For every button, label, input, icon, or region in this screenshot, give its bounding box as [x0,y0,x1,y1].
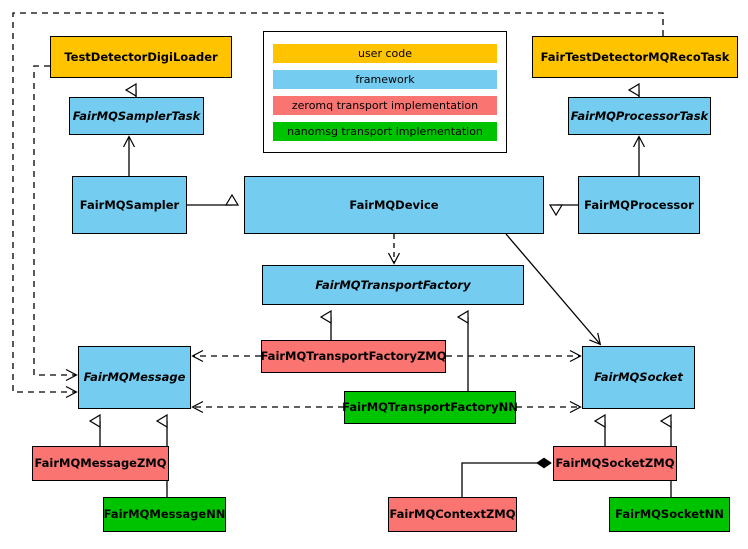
node-fairmqmessage[interactable]: FairMQMessage [78,346,191,409]
node-fairmqsocketnn[interactable]: FairMQSocketNN [609,497,730,532]
node-fairmqprocessor[interactable]: FairMQProcessor [578,176,700,234]
node-label: FairMQTransportFactoryNN [342,400,518,415]
node-label: FairMQSocketZMQ [555,456,675,471]
edge-socketzmq-contextzmq-composition [461,457,552,497]
node-fairmqmessagenn[interactable]: FairMQMessageNN [103,497,226,532]
node-fairmqsocket[interactable]: FairMQSocket [582,346,695,409]
legend-label: user code [357,46,413,60]
node-fairmqsampler[interactable]: FairMQSampler [72,176,187,234]
node-testdetectordigiloader[interactable]: TestDetectorDigiLoader [50,36,232,78]
legend-label: framework [355,72,415,86]
legend-item-nanomsg: nanomsg transport implementation [273,121,497,141]
legend-item-zeromq: zeromq transport implementation [273,95,497,115]
node-fairmqsocketzmq[interactable]: FairMQSocketZMQ [553,446,677,481]
node-label: FairMQProcessor [584,197,694,212]
legend: user code framework zeromq transport imp… [263,31,507,153]
legend-item-user-code: user code [273,43,497,63]
node-fairmqmessagezmq[interactable]: FairMQMessageZMQ [32,446,169,481]
legend-label: zeromq transport implementation [291,98,479,112]
node-label: FairMQContextZMQ [389,507,516,522]
node-fairmqtransportfactoryzmq[interactable]: FairMQTransportFactoryZMQ [260,340,447,373]
node-label: FairMQSocketNN [615,507,724,522]
node-fairtestdetectormqrecotask[interactable]: FairTestDetectorMQRecoTask [532,36,738,78]
node-label: TestDetectorDigiLoader [64,49,218,64]
node-label: FairMQSocket [594,370,683,385]
node-label: FairMQMessage [83,370,186,385]
legend-item-framework: framework [273,69,497,89]
legend-label: nanomsg transport implementation [287,124,483,138]
node-fairmqcontextzmq[interactable]: FairMQContextZMQ [388,497,517,532]
node-label: FairMQTransportFactory [315,277,471,292]
node-label: FairMQMessageZMQ [34,456,167,471]
node-fairmqprocessortask[interactable]: FairMQProcessorTask [568,97,711,135]
node-label: FairTestDetectorMQRecoTask [540,49,730,64]
node-label: FairMQSampler [79,197,180,212]
node-label: FairMQDevice [349,197,439,212]
node-label: FairMQProcessorTask [570,108,709,123]
node-label: FairMQMessageNN [103,507,226,522]
node-label: FairMQTransportFactoryZMQ [260,349,447,364]
node-fairmqsamplertask[interactable]: FairMQSamplerTask [69,97,204,135]
node-fairmqtransportfactorynn[interactable]: FairMQTransportFactoryNN [342,391,518,424]
node-label: FairMQSamplerTask [72,108,201,123]
node-fairmqdevice[interactable]: FairMQDevice [244,176,544,234]
node-fairmqtransportfactory[interactable]: FairMQTransportFactory [262,265,524,305]
